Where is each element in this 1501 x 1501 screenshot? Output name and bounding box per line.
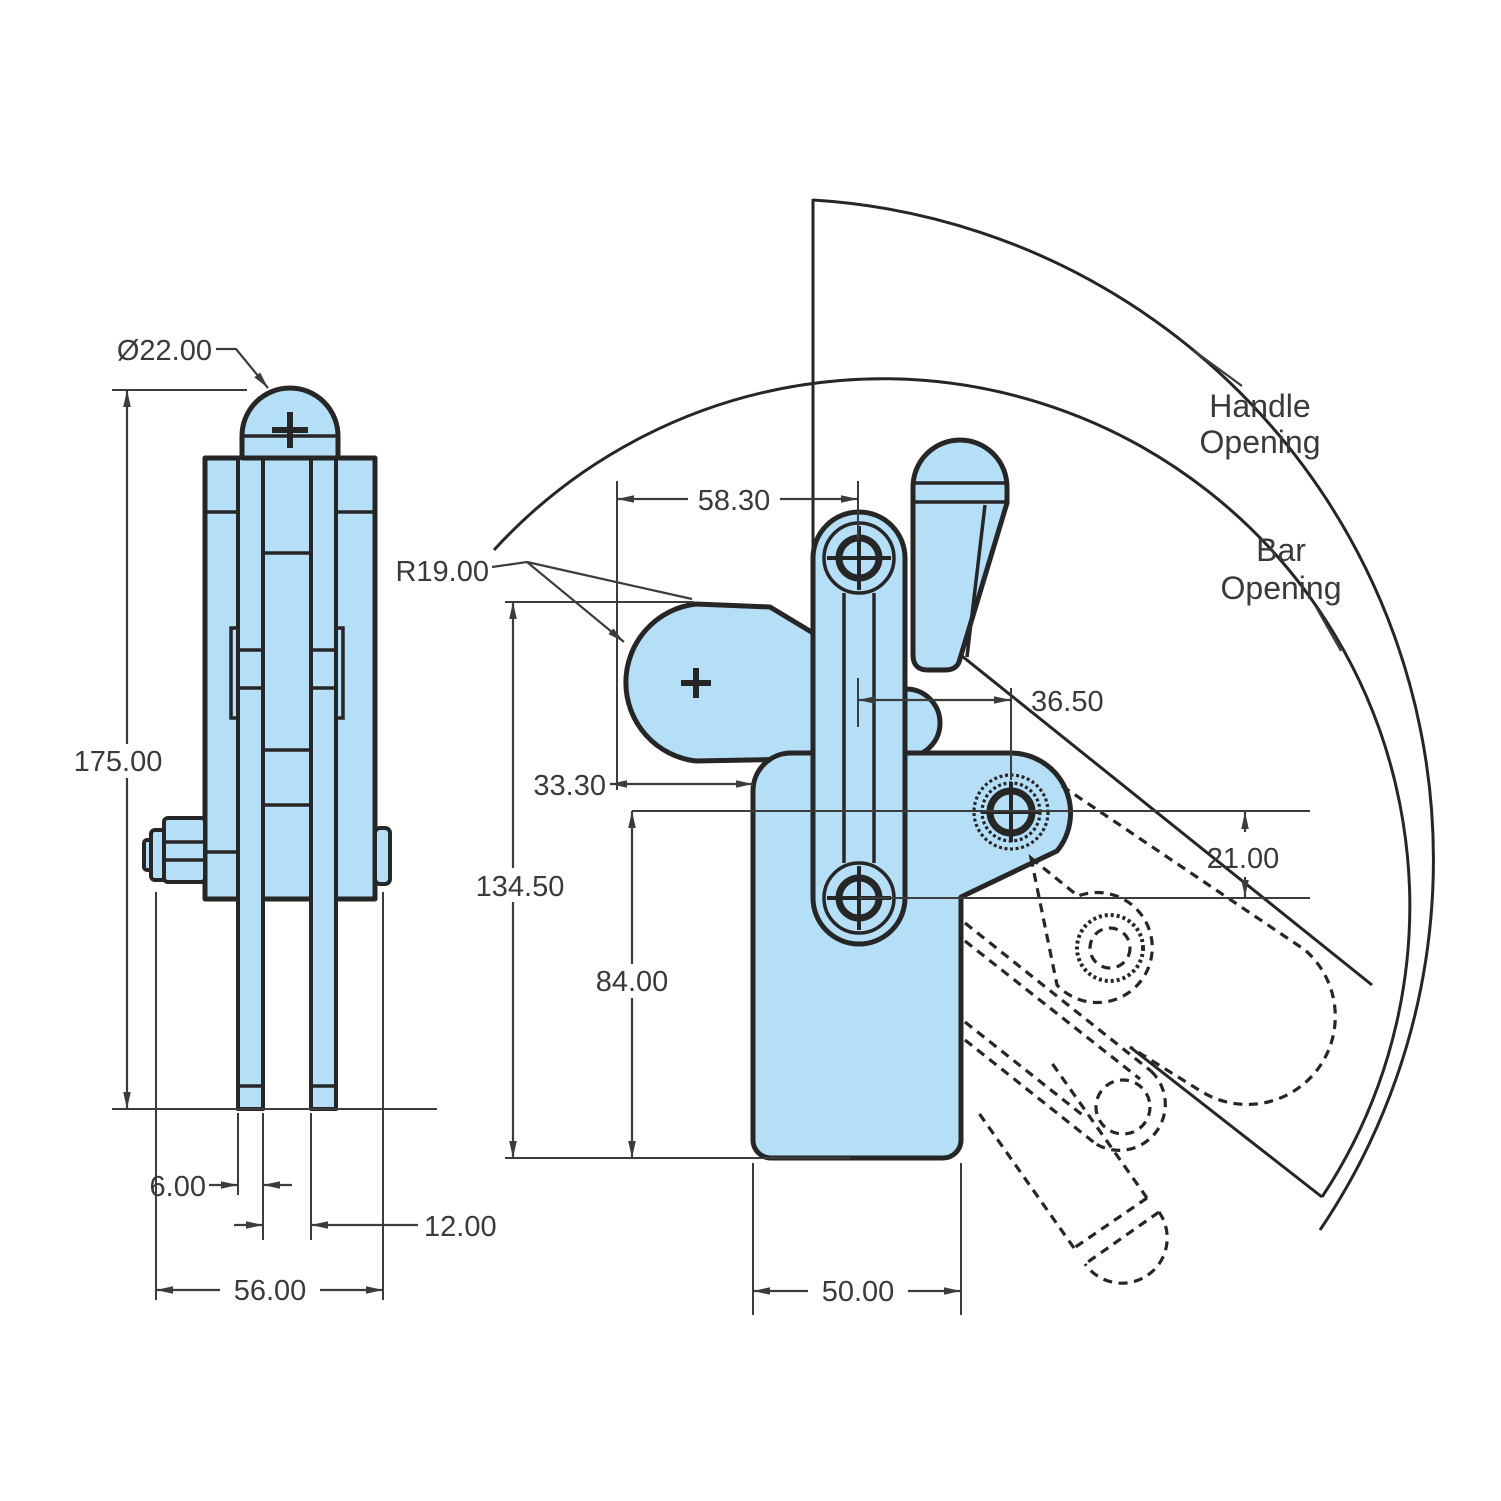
dim-body-width: 50.00: [822, 1276, 895, 1308]
handle: [910, 437, 1010, 673]
dim-bg-13450: [458, 868, 582, 902]
open-handle-reference-line: [926, 626, 1373, 987]
label-handle-opening-1: Handle: [1209, 388, 1310, 424]
side-right-tab: [373, 826, 392, 886]
dim-bar-to-body: 33.30: [533, 770, 606, 802]
label-handle-opening-2: Opening: [1200, 424, 1321, 460]
dim-bg-5830: [688, 483, 780, 515]
dim-spindle-diameter: Ø22.00: [117, 335, 212, 367]
side-left-plate: [236, 456, 265, 1111]
dim-handle-pivot-x: 58.30: [698, 485, 771, 517]
side-left-clip: [229, 626, 238, 720]
side-right-clip: [336, 626, 345, 720]
dim-bg-56: [220, 1273, 320, 1307]
dim-pivot-offset-x: 36.50: [1031, 686, 1104, 718]
open-bar-pivot-hole: [1088, 926, 1132, 970]
ext-bottom: [155, 892, 384, 1300]
dim-plate-thickness: 6.00: [150, 1171, 206, 1203]
handle-inner-line: [965, 504, 987, 658]
open-position-outline: [964, 784, 1337, 1285]
leader-bar-opening: [1315, 606, 1342, 652]
side-hex-nut: [162, 816, 207, 884]
side-body: [202, 455, 378, 902]
dim-pivot-offset-y: 21.00: [1207, 843, 1280, 875]
open-bar-reference-line: [1129, 1045, 1323, 1199]
side-plate-ticks: [238, 648, 336, 1088]
open-link-sides: [964, 921, 1152, 1146]
handle-grip-bands: [913, 481, 1006, 504]
open-bar-serration: [1075, 913, 1145, 983]
leader-handle-opening: [1192, 349, 1243, 387]
link-slot-lines: [842, 593, 876, 863]
dim-bg-175: [66, 744, 170, 778]
label-bar-opening-1: Bar: [1256, 532, 1306, 568]
side-plunger-lines: [263, 551, 311, 807]
bar-opening-arc: [492, 377, 1412, 1198]
side-right-plate: [309, 456, 338, 1111]
dim-bar-end-radius: R19.00: [395, 556, 489, 588]
side-view: 175.00 Ø22.00 6.00 12.00 56.00: [66, 335, 497, 1307]
side-nut-facets: [164, 840, 205, 862]
label-bar-opening-2: Opening: [1221, 570, 1342, 606]
handle-opening-arc: [812, 198, 1435, 1231]
open-bar-lobe: [1028, 853, 1154, 1005]
leader-dia22: [216, 347, 269, 389]
bar-center-mark: [681, 668, 711, 698]
leader-r19-branch: [526, 560, 693, 601]
open-link-end-cap: [1095, 1069, 1167, 1152]
dim-overall-width-side: 56.00: [234, 1275, 307, 1307]
open-link-pivot: [1094, 1078, 1152, 1136]
open-handle-sides: [974, 1058, 1149, 1249]
dim-height-to-pivot: 84.00: [596, 966, 669, 998]
dim-height-to-bar: 134.50: [476, 871, 565, 903]
side-strip-lines: [205, 510, 375, 854]
dim-bg-50: [808, 1274, 908, 1308]
dim-bg-84: [582, 964, 682, 998]
open-bar-outline: [1061, 784, 1337, 1106]
dim-overall-height-side: 175.00: [74, 746, 163, 778]
front-view: 58.30 R19.00 33.30 134.50 84.00 36.50 21…: [395, 198, 1435, 1315]
open-handle-bands: [1073, 1196, 1160, 1266]
side-dome-center-mark: [272, 412, 308, 448]
dim-plate-gap: 12.00: [424, 1211, 497, 1243]
open-handle-knob: [1083, 1211, 1169, 1285]
